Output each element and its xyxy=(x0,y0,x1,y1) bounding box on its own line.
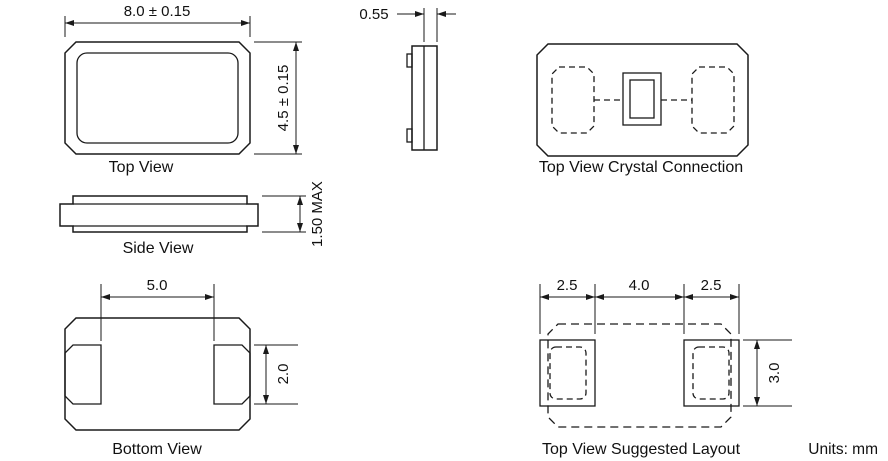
side-view-height-dim-text: 1.50 MAX xyxy=(309,181,326,247)
top-view-height-dim-text: 4.5 ± 0.15 xyxy=(275,65,292,132)
suggested-layout-label: Top View Suggested Layout xyxy=(542,441,741,458)
arrowhead-icon xyxy=(684,294,693,300)
layout-horizontal-dimensions: 2.5 4.0 2.5 xyxy=(539,277,740,334)
arrowhead-icon xyxy=(293,42,299,51)
layout-pad-height-text: 3.0 xyxy=(766,363,783,384)
arrowhead-icon xyxy=(415,11,424,17)
layout-left-package-pad xyxy=(549,346,587,400)
crystal-connection-outline xyxy=(536,43,749,157)
arrowhead-icon xyxy=(675,294,684,300)
arrowhead-icon xyxy=(293,145,299,154)
arrowhead-icon xyxy=(586,294,595,300)
arrowhead-icon xyxy=(754,397,760,406)
crystal-connection-label: Top View Crystal Connection xyxy=(539,159,743,176)
top-view-width-dimension: 8.0 ± 0.15 xyxy=(64,3,251,37)
bottom-view-left-pad xyxy=(64,344,102,405)
arrowhead-icon xyxy=(437,11,446,17)
arrowhead-icon xyxy=(754,340,760,349)
arrowhead-icon xyxy=(205,294,214,300)
arrowhead-icon xyxy=(65,20,74,26)
layout-package-outline xyxy=(547,323,732,428)
crystal-connection-left-pad xyxy=(551,66,595,134)
layout-left-land-pad xyxy=(539,339,596,407)
bottom-view-pad-height-text: 2.0 xyxy=(275,364,292,385)
layout-left-pad-width-text: 2.5 xyxy=(557,277,578,294)
top-view-lid xyxy=(76,52,239,144)
end-view-castellation xyxy=(406,53,413,68)
arrowhead-icon xyxy=(540,294,549,300)
arrowhead-icon xyxy=(263,345,269,354)
arrowhead-icon xyxy=(101,294,110,300)
crystal-electrode-inner xyxy=(629,79,655,119)
arrowhead-icon xyxy=(297,223,303,232)
bottom-view-label: Bottom View xyxy=(112,441,202,458)
suggested-layout-view: 2.5 4.0 2.5 3.0 Top View Suggested Layou… xyxy=(539,277,792,458)
side-view: 1.50 MAX Side View xyxy=(59,181,326,257)
bottom-view: 5.0 2.0 Bottom View xyxy=(64,277,298,458)
bottom-view-pad-height-dimension: 2.0 xyxy=(254,344,298,405)
arrowhead-icon xyxy=(730,294,739,300)
top-view-body-outline xyxy=(64,41,251,155)
end-view: 0.55 xyxy=(359,6,456,151)
crystal-electrode-outer xyxy=(622,72,662,126)
top-view-width-dim-text: 8.0 ± 0.15 xyxy=(124,3,191,20)
top-view-label: Top View xyxy=(109,159,174,176)
units-note: Units: mm xyxy=(808,441,878,458)
top-view-height-dimension: 4.5 ± 0.15 xyxy=(254,41,302,155)
arrowhead-icon xyxy=(595,294,604,300)
bottom-view-pad-span-dimension: 5.0 xyxy=(100,277,215,341)
end-view-lid-dimension: 0.55 xyxy=(359,6,456,42)
layout-gap-width-text: 4.0 xyxy=(629,277,650,294)
layout-right-package-pad xyxy=(692,346,730,400)
bottom-view-outline xyxy=(64,317,251,431)
layout-right-land-pad xyxy=(683,339,740,407)
bottom-view-pad-span-text: 5.0 xyxy=(147,277,168,294)
layout-pad-height-dimension: 3.0 xyxy=(743,339,792,407)
end-view-castellation xyxy=(406,128,413,143)
layout-right-pad-width-text: 2.5 xyxy=(701,277,722,294)
crystal-connection-view: Top View Crystal Connection xyxy=(536,43,749,176)
side-view-label: Side View xyxy=(123,240,194,257)
bottom-view-right-pad xyxy=(213,344,251,405)
crystal-connection-right-pad xyxy=(691,66,735,134)
top-view: 8.0 ± 0.15 4.5 ± 0.15 Top View xyxy=(64,3,302,176)
arrowhead-icon xyxy=(297,196,303,205)
end-view-lid-dim-text: 0.55 xyxy=(359,6,388,23)
arrowhead-icon xyxy=(263,395,269,404)
arrowhead-icon xyxy=(241,20,250,26)
side-view-height-dimension: 1.50 MAX xyxy=(262,181,326,247)
